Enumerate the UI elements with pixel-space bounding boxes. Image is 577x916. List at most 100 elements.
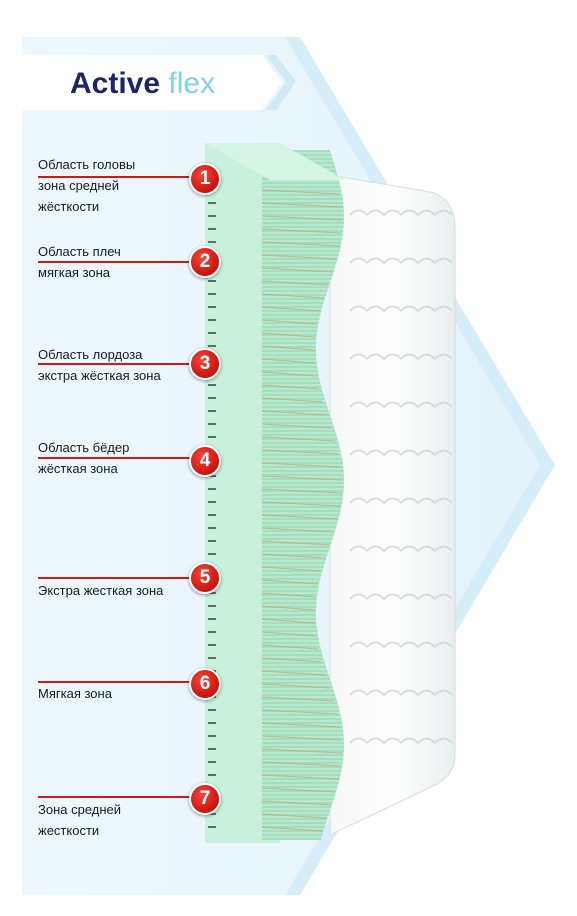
- foam-slice: [262, 296, 326, 298]
- cover-quilt-wave: [349, 305, 453, 313]
- foam-slice: [262, 406, 328, 408]
- foam-slice: [262, 404, 327, 406]
- foam-slice: [262, 250, 340, 252]
- foam-slice: [262, 216, 344, 218]
- zone-label-line: Область бёдер: [38, 440, 130, 455]
- foam-slice: [262, 326, 318, 328]
- foam-slice: [262, 242, 342, 244]
- foam-slice: [262, 506, 342, 508]
- foam-slice: [262, 238, 343, 240]
- foam-slice: [262, 278, 332, 280]
- foam-slice: [262, 392, 324, 394]
- foam-slice: [262, 716, 342, 718]
- zone-label-line: Область лордоза: [38, 347, 143, 362]
- foam-slice: [262, 804, 332, 806]
- foam-slice: [262, 588, 319, 590]
- foam-slice: [262, 430, 336, 432]
- foam-slice: [262, 830, 324, 832]
- foam-slice: [262, 470, 344, 472]
- foam-slice: [262, 580, 320, 582]
- foam-slice: [262, 786, 338, 788]
- brand-word-flex: flex: [168, 67, 216, 100]
- foam-slice: [262, 426, 334, 428]
- foam-slice: [262, 598, 317, 600]
- foam-slice: [262, 484, 344, 486]
- foam-slice: [262, 466, 344, 468]
- foam-slice: [262, 800, 334, 802]
- foam-slice: [262, 440, 339, 442]
- foam-cut-line: [261, 670, 326, 676]
- foam-cut-line: [261, 358, 315, 364]
- foam-slice: [262, 284, 330, 286]
- foam-cut-line: [261, 527, 334, 533]
- foam-cut-line: [261, 267, 333, 273]
- zone-number-badge-1: 1: [189, 163, 221, 195]
- foam-slice: [262, 246, 341, 248]
- foam-slice: [262, 616, 317, 618]
- zone-label-line: зона средней: [38, 178, 119, 193]
- foam-slice: [262, 488, 344, 490]
- foam-slice: [262, 612, 317, 614]
- foam-slice: [262, 436, 338, 438]
- foam-slice: [262, 422, 333, 424]
- foam-slice: [262, 354, 317, 356]
- foam-slice: [262, 816, 328, 818]
- foam-slice: [262, 348, 317, 350]
- foam-slice: [262, 710, 340, 712]
- foam-slice: [262, 182, 340, 184]
- foam-slice: [262, 690, 335, 692]
- foam-slice: [262, 522, 338, 524]
- foam-slice: [262, 444, 340, 446]
- foam-slice: [262, 788, 337, 790]
- foam-slice: [262, 320, 319, 322]
- foam-slice: [262, 418, 332, 420]
- foam-slice: [262, 270, 334, 272]
- foam-slice: [262, 198, 343, 200]
- foam-slice: [262, 424, 334, 426]
- foam-cut-line: [261, 540, 330, 546]
- cover-quilt-wave: [349, 593, 453, 601]
- foam-slice: [262, 806, 332, 808]
- foam-slice: [262, 586, 319, 588]
- foam-cut-line: [261, 748, 342, 754]
- foam-slice: [262, 730, 344, 732]
- foam-slice: [262, 746, 344, 748]
- foam-slice: [262, 686, 333, 688]
- foam-cut-line: [261, 475, 342, 481]
- foam-slice: [262, 578, 321, 580]
- foam-slice: [262, 300, 325, 302]
- foam-slice: [262, 734, 344, 736]
- foam-slice: [262, 388, 322, 390]
- foam-slice: [262, 398, 325, 400]
- zone-number-badge-7: 7: [189, 783, 221, 815]
- foam-cut-line: [261, 735, 342, 741]
- foam-slice: [262, 214, 344, 216]
- foam-slice: [262, 648, 321, 650]
- foam-slice: [262, 524, 337, 526]
- foam-slice: [262, 186, 341, 188]
- foam-slice: [262, 558, 327, 560]
- foam-slice: [262, 832, 323, 834]
- foam-slice: [262, 260, 337, 262]
- foam-slice: [262, 638, 319, 640]
- foam-slice: [262, 688, 334, 690]
- foam-slice: [262, 708, 340, 710]
- foam-cut-line: [261, 488, 342, 494]
- foam-cut-line: [261, 787, 335, 793]
- foam-slice: [262, 562, 325, 564]
- foam-slice: [262, 452, 342, 454]
- foam-slice: [262, 212, 344, 214]
- foam-slice: [262, 644, 320, 646]
- foam-slice: [262, 714, 341, 716]
- foam-slice: [262, 670, 328, 672]
- foam-slice: [262, 208, 344, 210]
- foam-slice: [262, 768, 342, 770]
- foam-slice: [262, 634, 318, 636]
- foam-slice: [262, 336, 317, 338]
- title-banner: [22, 55, 282, 110]
- foam-slice: [262, 556, 327, 558]
- foam-slice: [262, 780, 340, 782]
